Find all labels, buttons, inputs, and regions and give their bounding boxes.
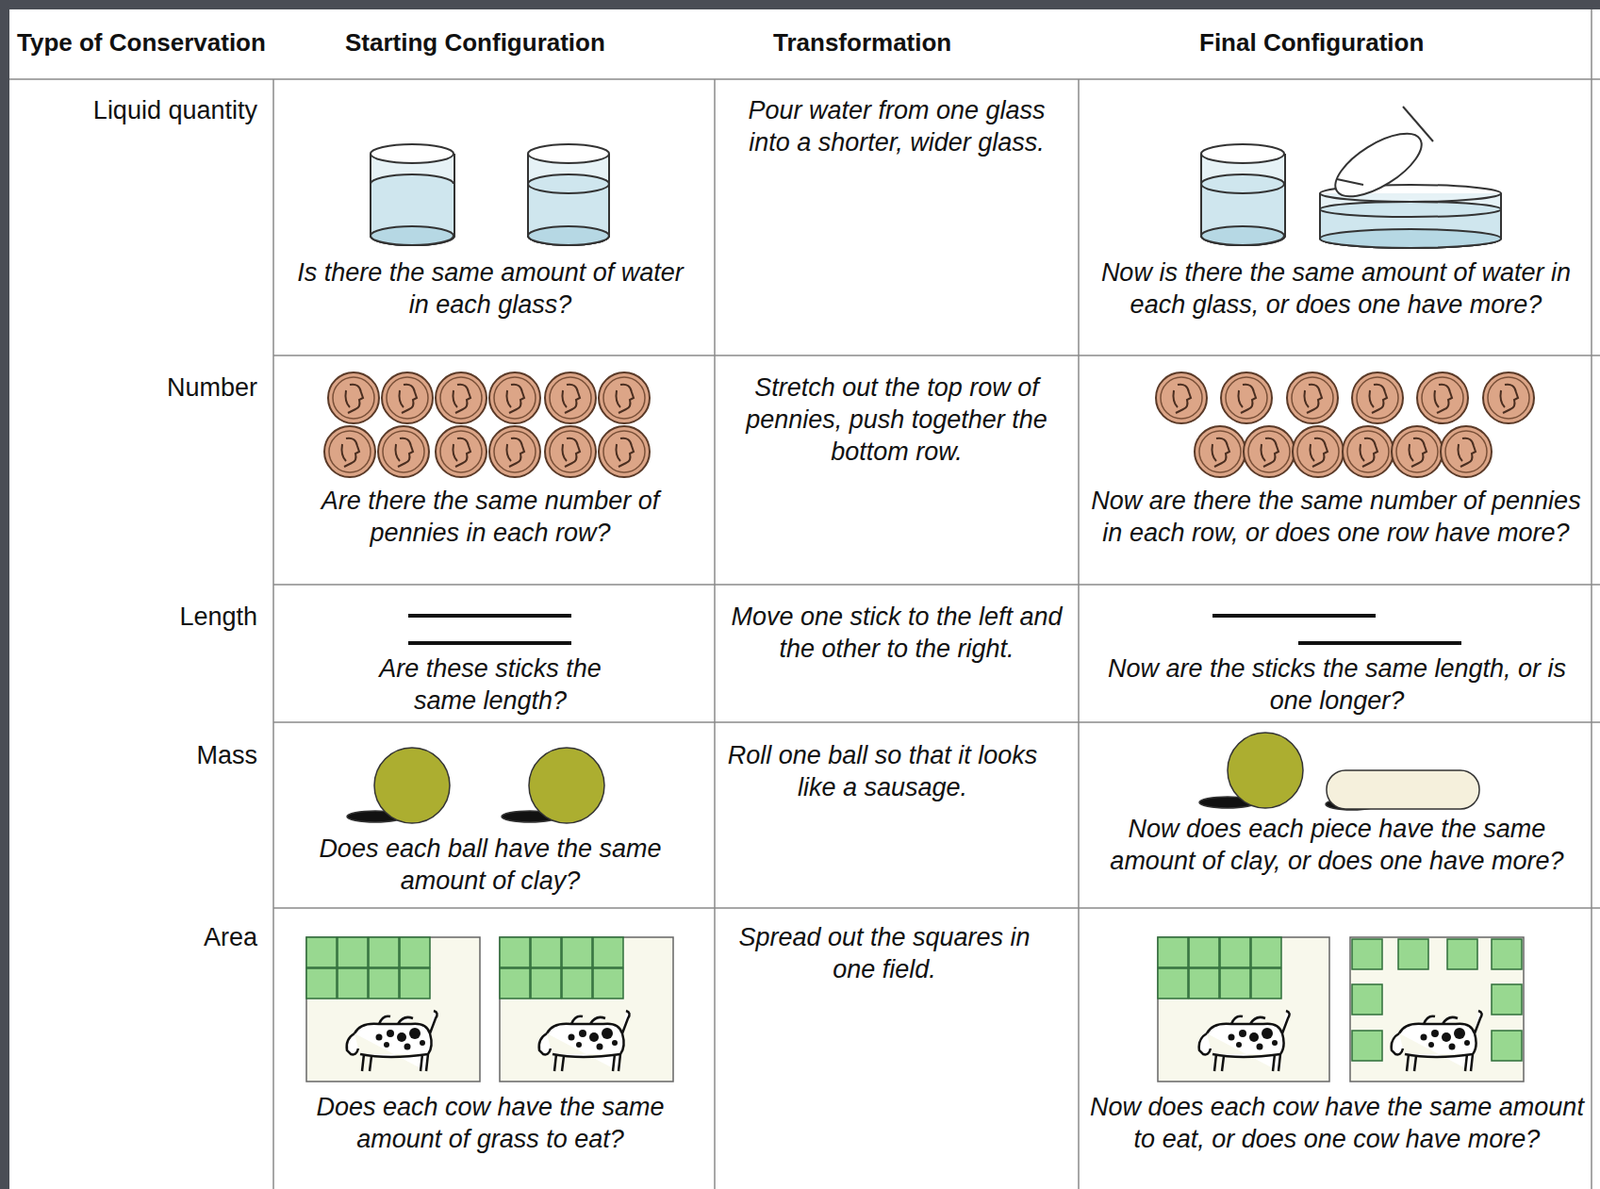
question-text: Now does each cow have the same amount t…: [1084, 1090, 1590, 1155]
question-text: Now are the sticks the same length, or i…: [1093, 652, 1581, 717]
row-label: Length: [37, 600, 258, 633]
row-label: Area: [37, 921, 258, 954]
question-text: Now are there the same number of pennies…: [1088, 484, 1584, 549]
transformation-text: Spread out the squares in one field.: [724, 921, 1045, 986]
transformation-text: Move one stick to the left and the other…: [718, 600, 1075, 665]
transformation-text: Pour water from one glass into a shorter…: [724, 94, 1070, 159]
transformation-text: Roll one ball so that it looks like a sa…: [724, 739, 1041, 804]
header-cell: Final Configuration: [1199, 26, 1473, 59]
header-cell: Starting Configuration: [345, 26, 676, 59]
header-cell: Transformation: [773, 26, 1009, 59]
question-text: Now is there the same amount of water in…: [1088, 256, 1584, 321]
transformation-text: Stretch out the top row of pennies, push…: [718, 371, 1075, 468]
question-text: Does each cow have the same amount of gr…: [282, 1090, 698, 1155]
row-label: Mass: [37, 739, 258, 772]
question-text: Now does each piece have the same amount…: [1091, 812, 1583, 877]
header-cell: Type of Conservation: [16, 26, 300, 59]
row-label: Liquid quantity: [37, 94, 258, 127]
question-text: Is there the same amount of water in eac…: [292, 256, 689, 321]
question-text: Are these sticks the same length?: [358, 652, 623, 717]
row-label: Number: [37, 371, 258, 404]
question-text: Does each ball have the same amount of c…: [292, 832, 689, 897]
question-text: Are there the same number of pennies in …: [282, 484, 698, 549]
